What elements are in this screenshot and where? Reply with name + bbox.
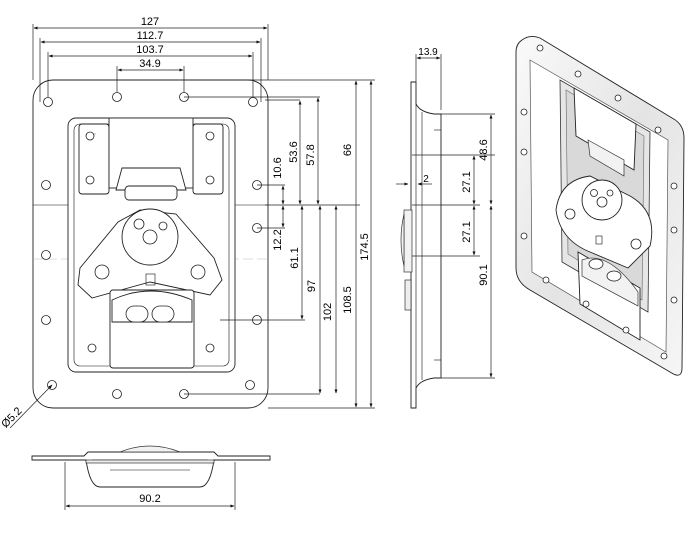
dim-10-6: 10.6 [272,157,284,178]
bottom-view-profile [31,451,271,488]
dim-97: 97 [306,280,318,292]
dim-48-6: 48.6 [478,139,490,160]
dim-108-5: 108.5 [342,286,354,314]
dim-53-6: 53.6 [288,141,300,162]
front-view [32,79,269,409]
bottom-view: 90.2 [31,445,271,510]
dim-2: 2 [423,174,429,185]
isometric-view [515,35,685,376]
dim-diameter: Ø5.2 [0,405,25,430]
front-height-dimensions: 174.5 66 108.5 102 57.8 97 53.6 61.1 10.… [184,79,375,409]
dim-102: 102 [322,303,334,321]
dim-61-1: 61.1 [289,247,301,268]
dim-27-1-top: 27.1 [461,171,473,192]
dim-112-7: 112.7 [137,30,164,42]
dim-90-1: 90.1 [478,264,490,285]
dim-174-5: 174.5 [359,233,371,261]
dim-103-7: 103.7 [136,44,164,56]
dim-127: 127 [141,16,159,28]
front-width-dimensions: 127 112.7 103.7 34.9 [32,16,269,102]
dim-90-2: 90.2 [139,493,160,505]
dim-12-2: 12.2 [272,229,284,250]
side-view-profile [410,81,442,409]
dim-34-9: 34.9 [139,58,160,70]
dim-27-1-bottom: 27.1 [461,221,473,242]
side-view: 13.9 2 27.1 27.1 48.6 90.1 [396,47,495,409]
dim-66: 66 [342,144,354,156]
dim-13-9: 13.9 [418,47,438,58]
dim-57-8: 57.8 [305,144,317,165]
